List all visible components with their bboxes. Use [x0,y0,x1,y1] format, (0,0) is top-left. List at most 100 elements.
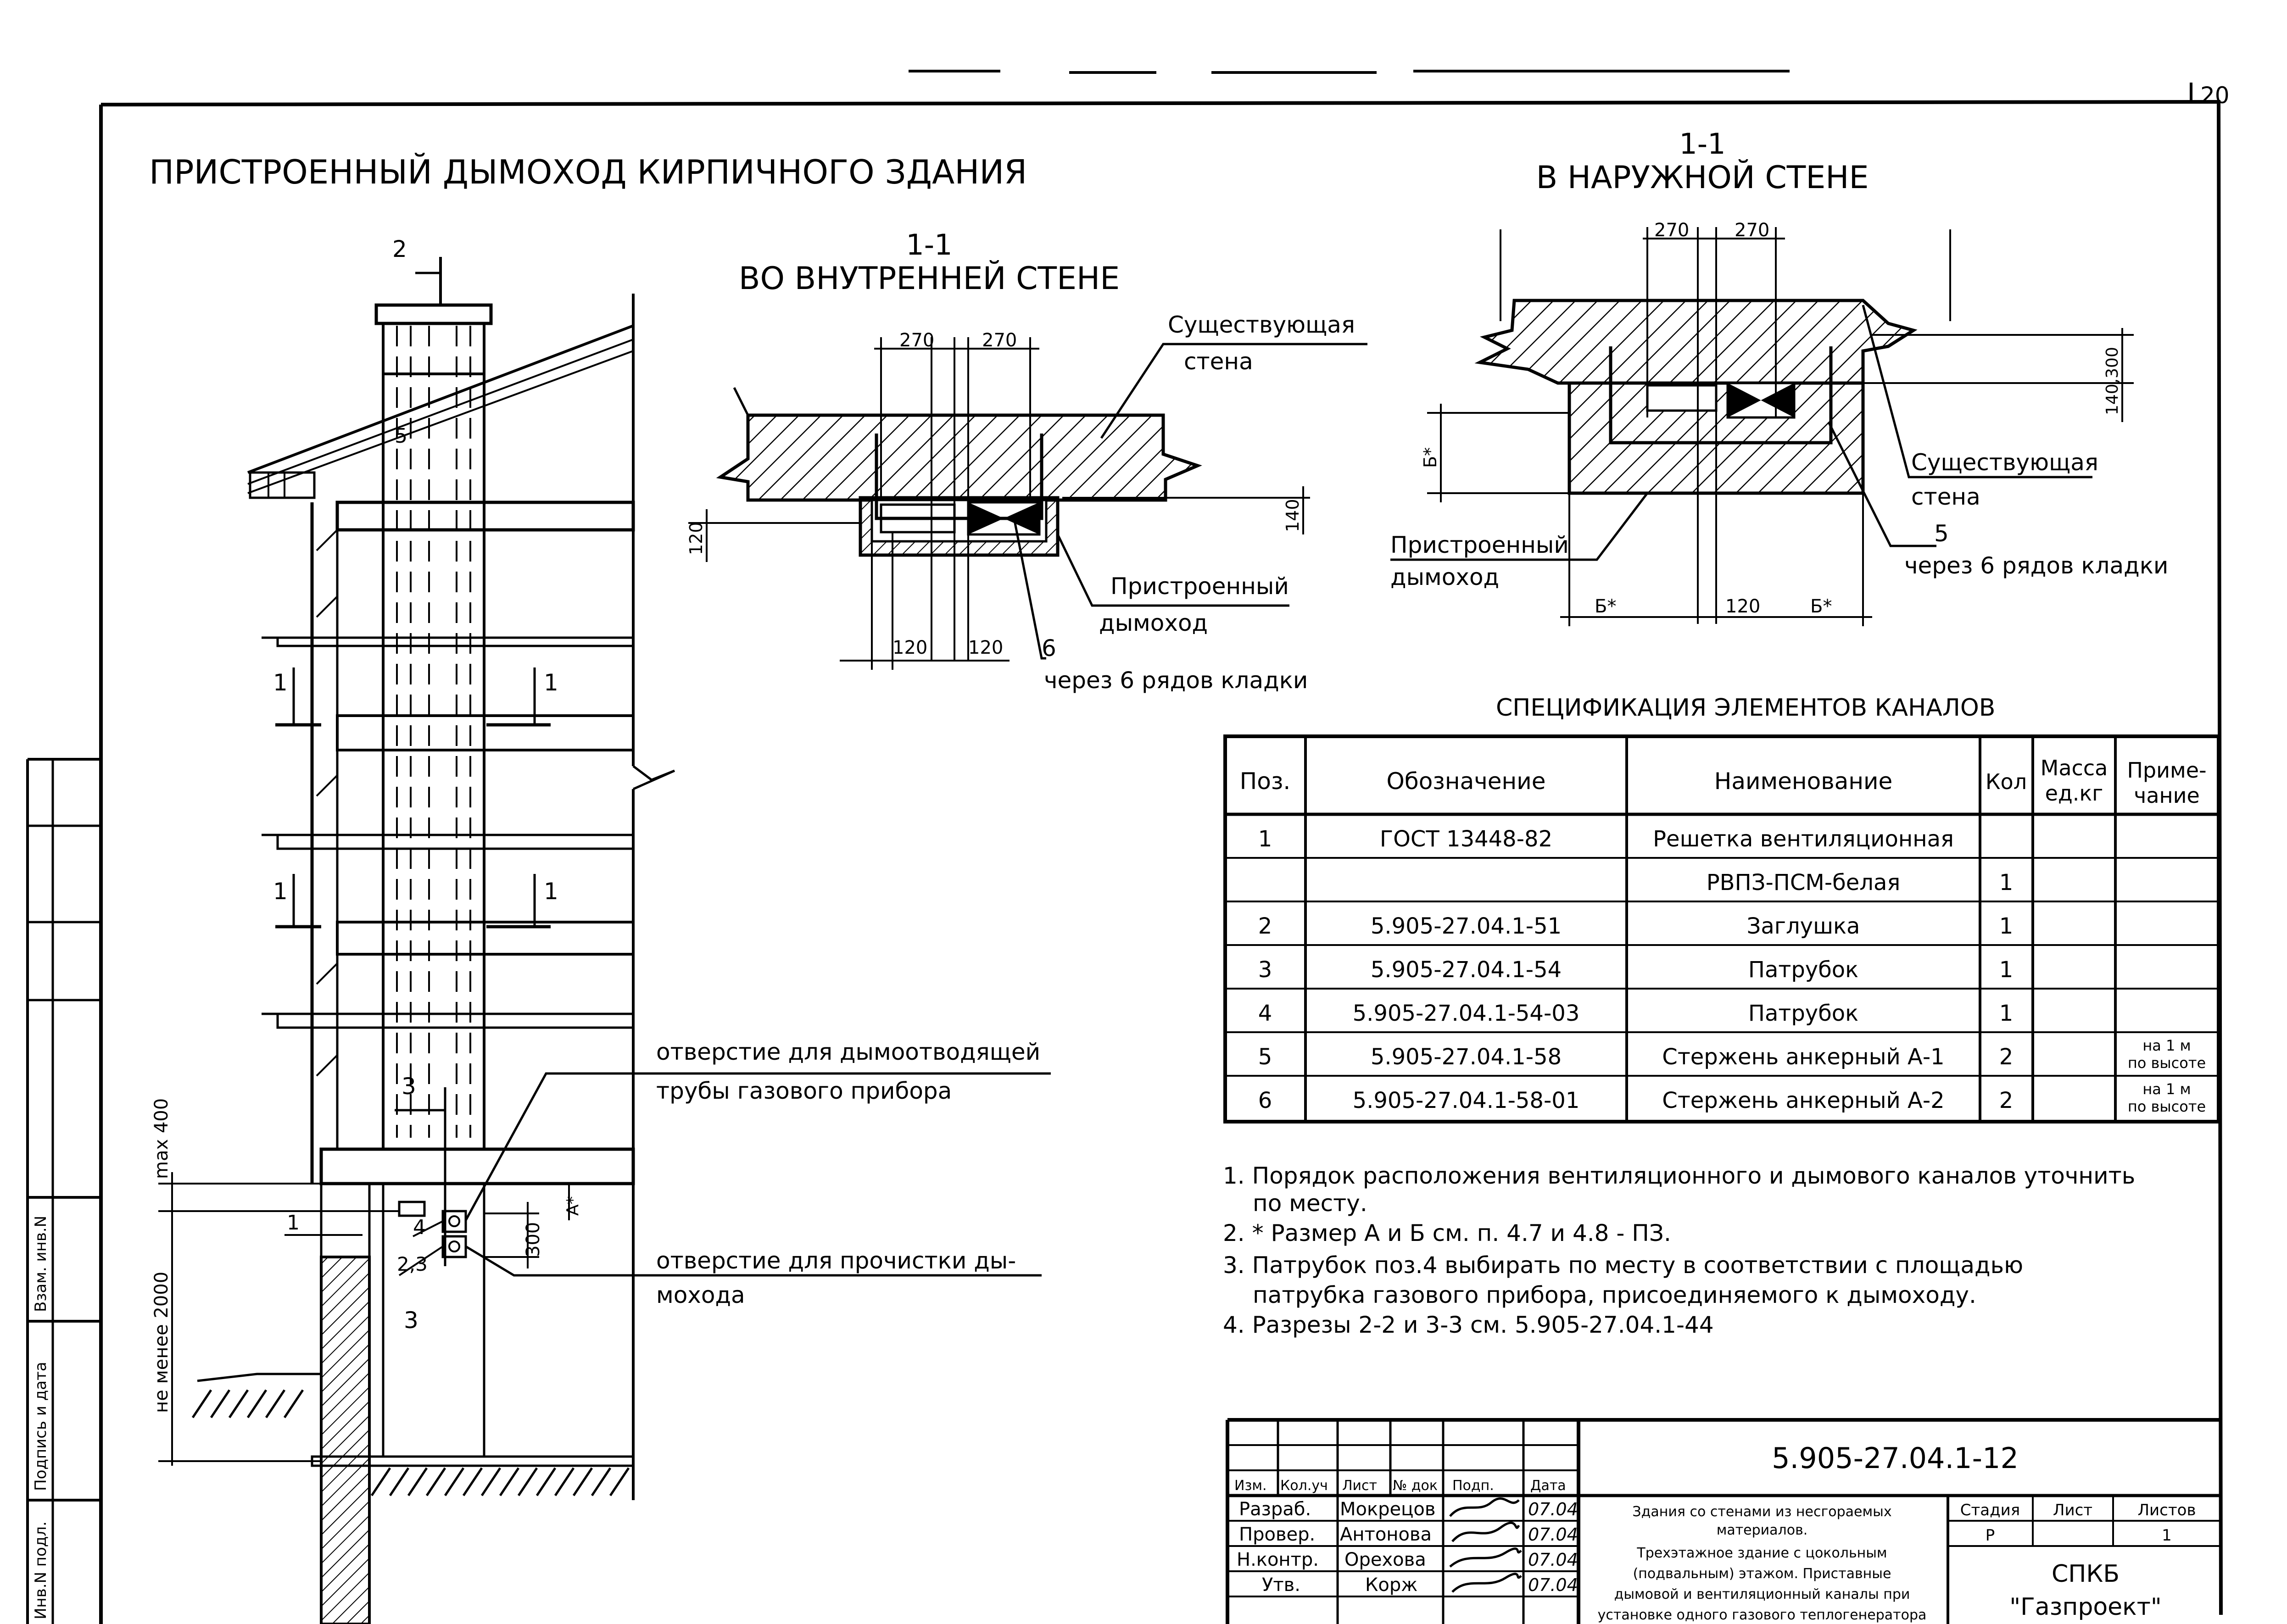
tb-desc: установке одного газового теплогенератор… [1598,1607,1927,1623]
callout-clean-1: отверстие для прочистки ды- [656,1247,1016,1274]
doc-code: 5.905-27.04.1-12 [1772,1441,2019,1475]
outer-dim-b2: Б* [1810,596,1832,617]
outer-label-wall-2: стена [1911,484,1980,510]
title-block: 5.905-27.04.1-12 Изм. Кол.уч Лист № док … [1226,1418,2221,1624]
dim-2000: не менее 2000 [151,1272,172,1413]
spec-head-designation: Обозначение [1387,768,1546,795]
tb-role: Провер. [1239,1524,1315,1545]
note-line: патрубка газового прибора, присоединяемо… [1253,1282,1976,1308]
spec-note: по высоте [2128,1098,2206,1115]
inner-dim-120c: 120 [968,637,1003,658]
callout-smoke-2: трубы газового прибора [656,1078,952,1104]
note-line: 3. Патрубок поз.4 выбирать по месту в со… [1223,1252,2023,1279]
spec-cell: 5.905-27.04.1-51 [1371,913,1562,939]
outer-section-drawing: 270 270 140,300 Б* Б* 120 Б* Существующа… [1390,220,2168,626]
elevation-mark-1b: 1 [544,669,558,696]
inner-dim-270a: 270 [899,330,934,351]
outer-dim-270b: 270 [1735,220,1769,241]
tb-head-kol: Кол.уч [1280,1478,1328,1494]
spec-cell: 3 [1258,957,1272,983]
spec-cell: Заглушка [1747,913,1860,939]
inner-label-rows: через 6 рядов кладки [1044,667,1308,694]
tb-desc: (подвальным) этажом. Приставные [1633,1566,1891,1582]
spec-cell: ГОСТ 13448-82 [1380,826,1552,852]
spec-cell: 6 [1258,1088,1272,1113]
outer-section-mark: 1-1 [1679,127,1725,161]
spec-cell: 5.905-27.04.1-54-03 [1353,1001,1580,1026]
spec-cell: 2 [1999,1044,2014,1070]
note-line: 4. Разрезы 2-2 и 3-3 см. 5.905-27.04.1-4… [1223,1312,1714,1338]
spec-cell: 5.905-27.04.1-58 [1371,1044,1562,1070]
elevation-mark-3a: 3 [402,1073,416,1100]
dim-max400: max 400 [151,1098,172,1179]
tb-stage-head: Стадия [1960,1501,2020,1519]
outer-dim-140-300: 140,300 [2103,347,2122,415]
spec-cell: 5 [1258,1044,1272,1070]
spec-cell: 2 [1258,913,1272,939]
tb-org-2: "Газпроект" [2009,1593,2162,1621]
elevation-mark-1a: 1 [273,669,288,696]
outer-label-chimney-2: дымоход [1390,564,1499,590]
note-line: 2. * Размер А и Б см. п. 4.7 и 4.8 - ПЗ. [1223,1220,1671,1246]
spec-cell: Патрубок [1748,957,1858,983]
spec-cell: 1 [1999,1001,2014,1026]
outer-dim-b: Б* [1420,447,1440,468]
inner-dim-270b: 270 [982,330,1017,351]
tb-role: Утв. [1262,1574,1300,1596]
note-line: 1. Порядок расположения вентиляционного … [1223,1162,2135,1189]
spec-head-mass-2: ед.кг [2045,781,2103,806]
callout-smoke-1: отверстие для дымоотводящей [656,1039,1040,1065]
tb-head-ndok: № док [1393,1478,1438,1494]
main-title: ПРИСТРОЕННЫЙ ДЫМОХОД КИРПИЧНОГО ЗДАНИЯ [149,153,1027,191]
inner-label-6: 6 [1042,635,1056,662]
tb-desc: Трехэтажное здание с цокольным [1636,1545,1887,1561]
tb-desc: Здания со стенами из несгораемых [1632,1504,1891,1520]
tb-date: 07.04 [1528,1550,1578,1570]
inner-dim-120b: 120 [892,637,927,658]
spec-table: СПЕЦИФИКАЦИЯ ЭЛЕМЕНТОВ КАНАЛОВ Поз. Обоз… [1223,694,2220,1123]
spec-cell: Решетка вентиляционная [1653,826,1954,852]
tb-desc: материалов. [1717,1522,1808,1538]
inner-section-drawing: 270 270 140 120 120 120 Существующая сте… [686,311,1367,694]
signature-marks [1449,1497,1522,1593]
tb-head-podp: Подп. [1452,1478,1494,1494]
inner-label-wall-1: Существующая [1168,311,1355,338]
tb-lists-head: Листов [2137,1501,2196,1519]
spec-cell: 5.905-27.04.1-58-01 [1353,1088,1580,1113]
elevation-mark-3b: 3 [404,1307,418,1334]
spec-cell: 1 [1258,826,1272,852]
tb-date: 07.04 [1528,1575,1578,1595]
elevation-mark-23: 2,3 [397,1253,428,1275]
notes: 1. Порядок расположения вентиляционного … [1223,1162,2135,1338]
side-stamp-inv: Инв.N подл. [32,1521,50,1619]
spec-note: по высоте [2128,1054,2206,1072]
tb-role: Разраб. [1239,1499,1311,1520]
tb-name: Орехова [1344,1549,1426,1570]
tb-desc: дымовой и вентиляционный каналы при [1614,1586,1910,1602]
elevation-mark-1c: 1 [273,878,288,905]
elevation-view: 2 5 [151,236,1051,1624]
sheet-number: 20 [2200,82,2230,109]
outer-dim-b1: Б* [1595,596,1616,617]
tb-name: Антонова [1340,1524,1432,1545]
spec-head-qty: Кол [1986,769,2027,794]
side-stamp: Взам. инв.N Подпись и дата Инв.N подл. [26,758,101,1624]
outer-label-5: 5 [1934,520,1949,547]
inner-label-chimney-2: дымоход [1099,610,1208,636]
outer-dim-270a: 270 [1654,220,1689,241]
spec-cell: 1 [1999,870,2014,895]
spec-cell: 4 [1258,1001,1272,1026]
side-stamp-podpis: Подпись и дата [32,1362,50,1491]
elevation-mark-1d: 1 [544,878,558,905]
outer-label-rows: через 6 рядов кладки [1904,552,2168,579]
tb-name: Корж [1365,1574,1417,1596]
spec-head-pos: Поз. [1240,768,1291,795]
spec-note: на 1 м [2142,1080,2191,1098]
spec-head-name: Наименование [1714,768,1893,795]
inner-dim-120a: 120 [686,522,706,555]
spec-head-note-1: Приме- [2127,758,2206,783]
tb-name: Мокрецов [1340,1499,1435,1520]
spec-cell: РВПЗ-ПСМ-белая [1707,870,1901,895]
outer-label-wall-1: Существующая [1911,449,2098,476]
spec-cell: 1 [1999,957,2014,983]
